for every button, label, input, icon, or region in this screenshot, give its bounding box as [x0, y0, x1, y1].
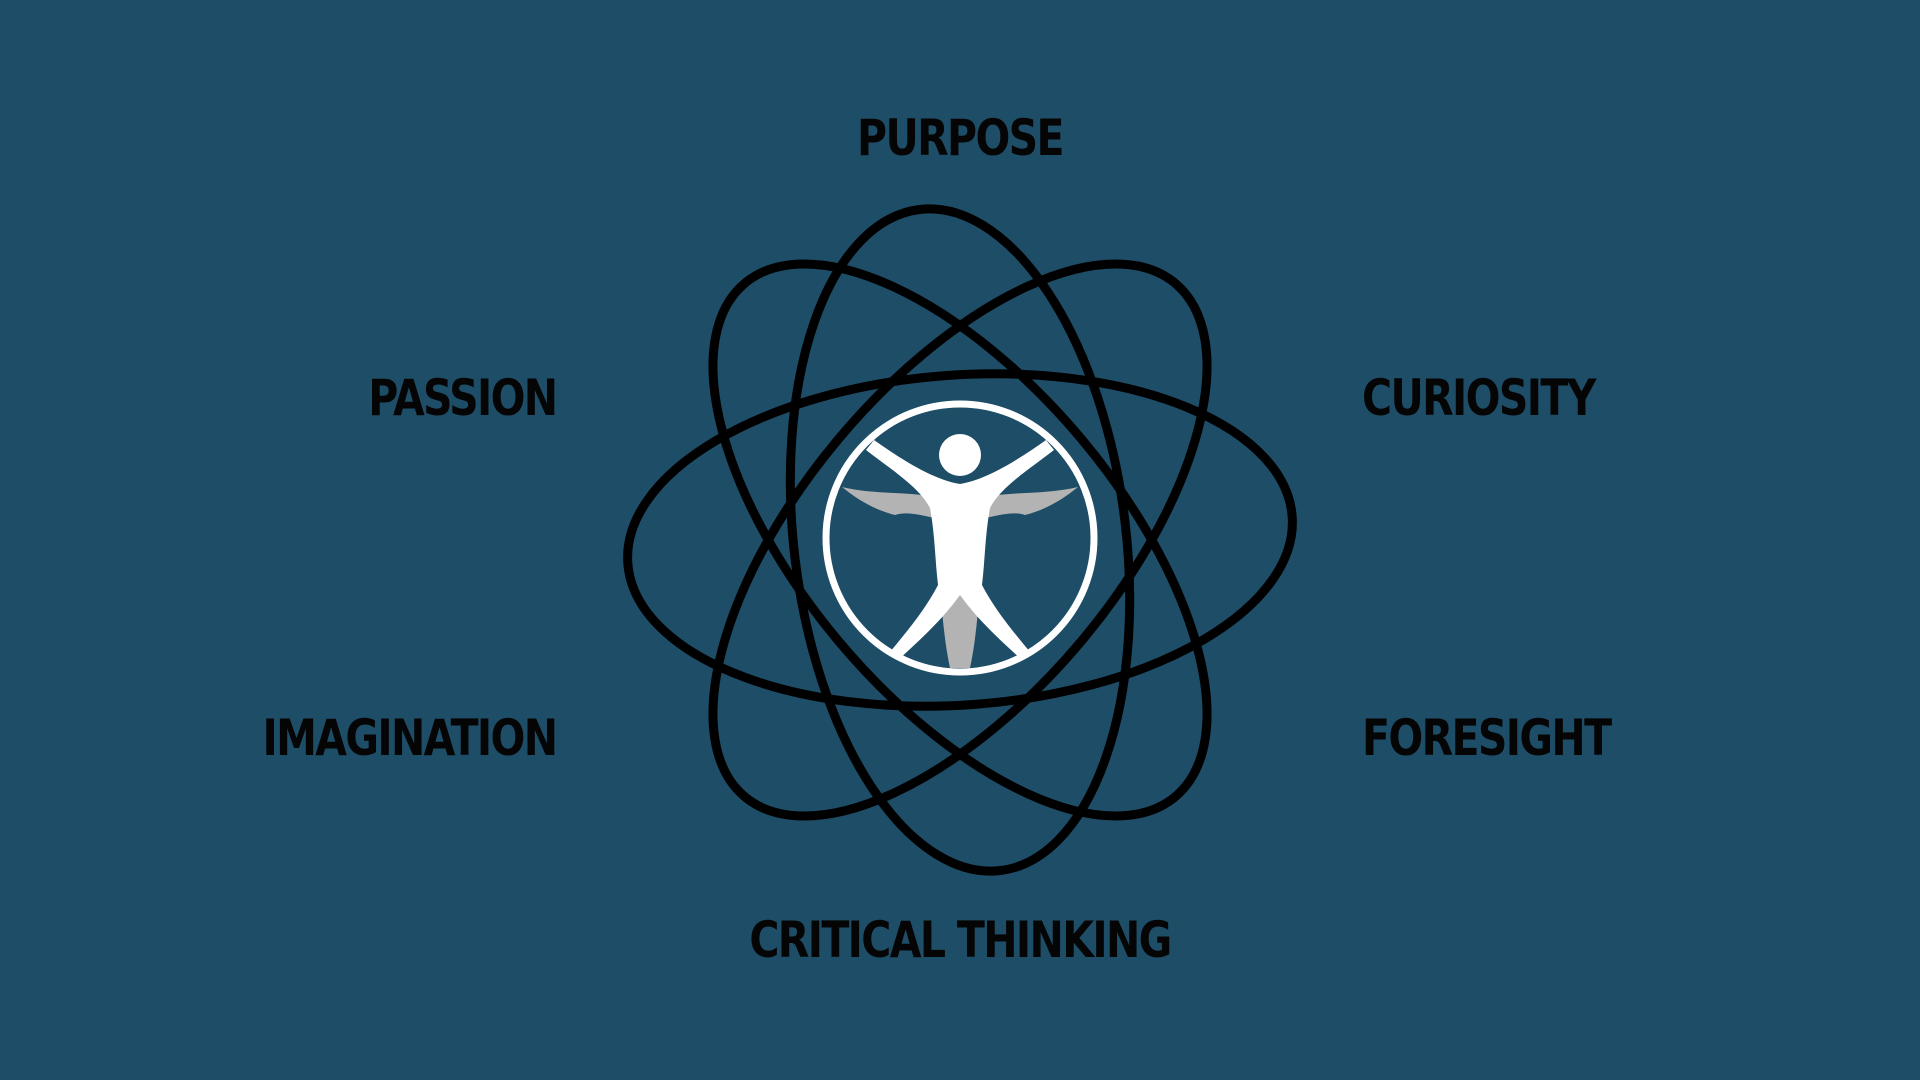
- label-purpose: PURPOSE: [857, 109, 1065, 167]
- vitruvian-figure-icon: [822, 400, 1098, 676]
- orbit-ring-diagonal-right: [708, 259, 1212, 821]
- orbit-ring-vertical: [785, 204, 1135, 876]
- orbit-ring-horizontal: [623, 369, 1297, 711]
- label-critical-thinking: CRITICAL THINKING: [749, 911, 1172, 969]
- label-foresight: FORESIGHT: [1362, 709, 1612, 767]
- orbit-ring-diagonal-left: [708, 259, 1212, 821]
- label-imagination: IMAGINATION: [262, 709, 558, 767]
- label-curiosity: CURIOSITY: [1362, 369, 1596, 427]
- label-passion: PASSION: [367, 369, 558, 427]
- orbit-rings: [623, 204, 1297, 876]
